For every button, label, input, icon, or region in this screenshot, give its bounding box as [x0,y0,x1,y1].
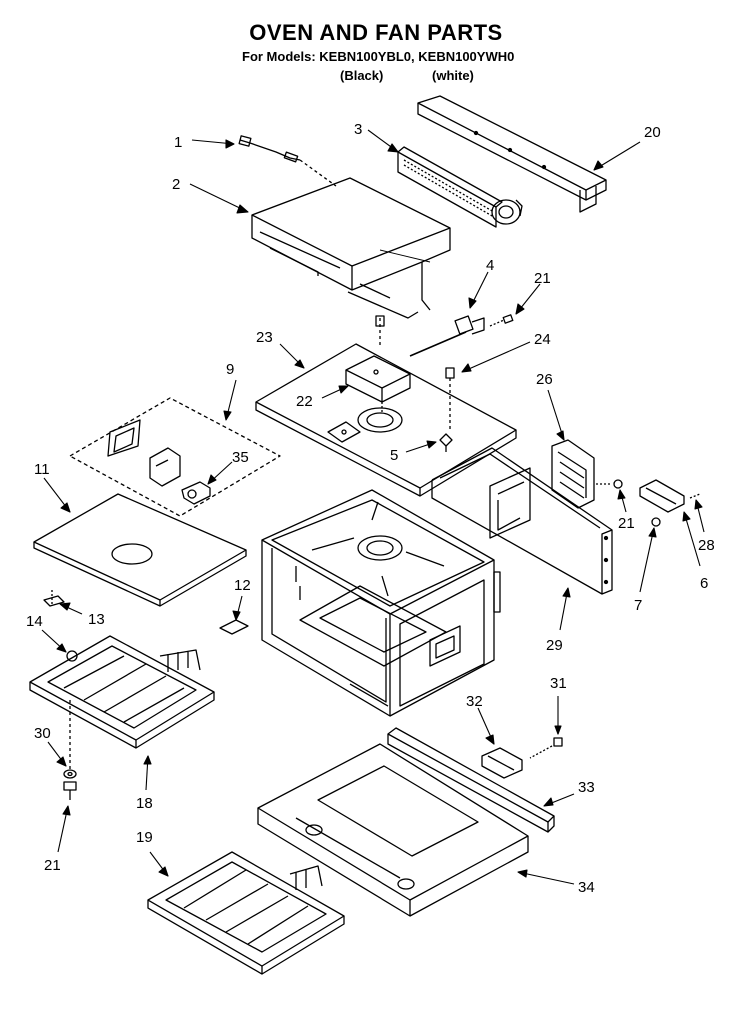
part-11-glass-panel [33,493,247,607]
callout-3: 3 [354,121,362,138]
callout-21-side: 21 [618,515,635,532]
part-2-duct-cover [251,177,451,319]
callout-22: 22 [296,393,313,410]
part-22-motor-box [345,355,411,412]
part-14-broil-element [29,635,215,770]
callout-4: 4 [486,257,494,274]
callout-6: 6 [700,575,708,592]
part-23-top-panel [255,343,517,497]
part-19-bake-element [147,851,345,975]
variant-white: (white) [432,68,474,83]
part-6-terminal [639,479,701,513]
part-1-power-cord [238,135,337,187]
callout-23: 23 [256,329,273,346]
callout-28: 28 [698,537,715,554]
part-5-fastener [439,433,453,452]
callout-5: 5 [390,447,398,464]
callout-29: 29 [546,637,563,654]
callout-9: 9 [226,361,234,378]
callout-33: 33 [578,779,595,796]
part-31-screw [529,737,563,759]
callout-26: 26 [536,371,553,388]
callout-13: 13 [88,611,105,628]
callout-31: 31 [550,675,567,692]
variant-black: (Black) [340,68,384,83]
model-numbers: For Models: KEBN100YBL0, KEBN100YWH0 [242,49,515,64]
leader-lines [41,129,705,885]
callout-21-bottom: 21 [44,857,61,874]
callout-20: 20 [644,124,661,141]
part-34-bottom-pan [257,743,529,917]
callout-19: 19 [136,829,153,846]
callout-35: 35 [232,449,249,466]
hardware-washers [596,479,661,527]
callout-2: 2 [172,176,180,193]
oven-cavity [261,489,501,717]
callout-34: 34 [578,879,595,896]
diagram-title: OVEN AND FAN PARTS [249,20,503,45]
callout-18: 18 [136,795,153,812]
part-20-bracket [417,95,607,213]
callout-7: 7 [634,597,642,614]
callout-14: 14 [26,613,43,630]
part-29-side-panel [431,447,613,595]
part-21-screw-bottom [63,781,77,800]
callout-32: 32 [466,693,483,710]
part-30-washer [63,769,77,779]
part-12-bracket [219,619,249,635]
callout-12: 12 [234,577,251,594]
part-32-clip [481,747,523,779]
part-33-rail [387,727,555,833]
part-9-kit [69,397,281,517]
part-26-bracket [551,439,595,509]
callout-24: 24 [534,331,551,348]
part-4-thermostat [409,314,514,357]
callout-11: 11 [34,461,50,478]
callout-30: 30 [34,725,51,742]
callout-21-top: 21 [534,270,551,287]
part-3-blower-fan [397,146,523,228]
part-24-screw [445,367,455,430]
callout-numbers: 1 2 3 20 4 21 23 24 9 22 26 5 35 11 21 2… [26,121,715,896]
callout-1: 1 [174,134,182,151]
